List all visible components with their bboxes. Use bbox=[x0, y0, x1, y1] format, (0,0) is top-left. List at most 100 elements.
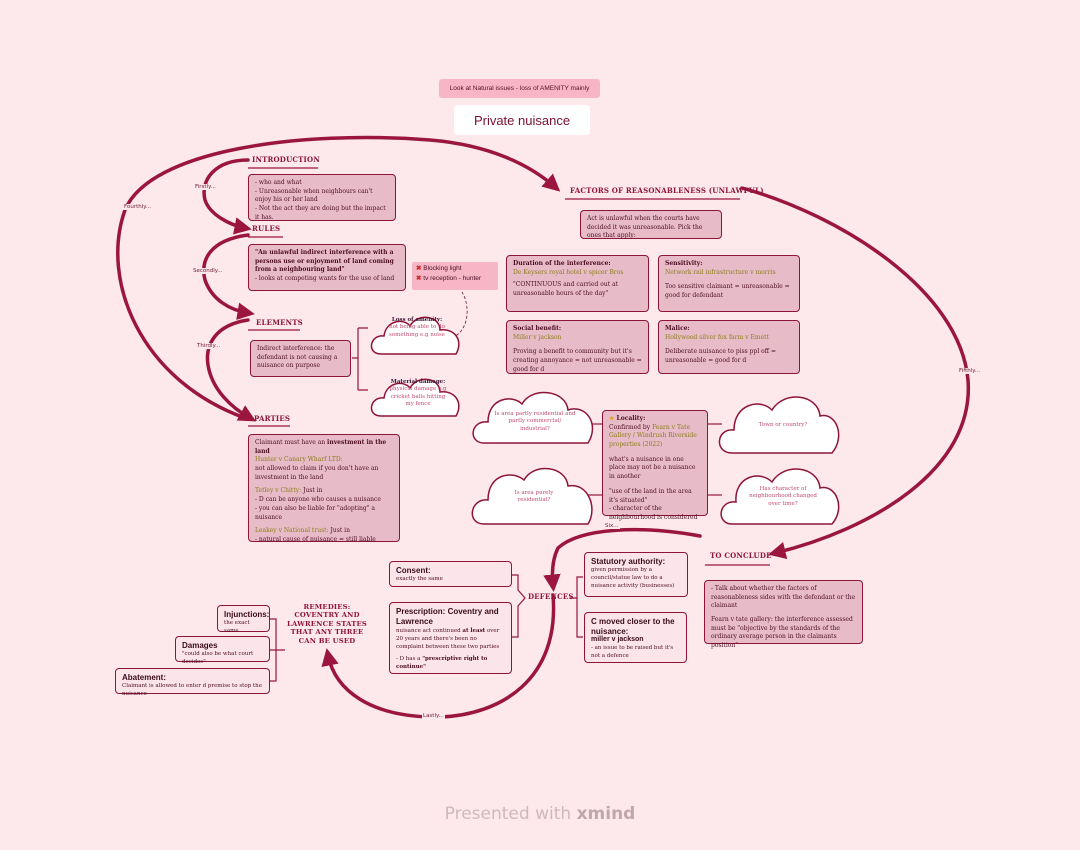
page-title: Private nuisance bbox=[473, 112, 571, 128]
malice-text: Deliberate nuisance to piss ppl off = un… bbox=[665, 348, 776, 365]
top-note-text: Look at Natural issues - loss of AMENITY… bbox=[449, 85, 590, 92]
locality-title-text: Locality: bbox=[616, 415, 646, 422]
parties-line-1-pre: Claimant must have an bbox=[255, 439, 328, 446]
malice-card[interactable]: Malice: Hollywood silver fox farm v Emet… bbox=[658, 320, 800, 374]
branch-label-lastly: Lastly... bbox=[422, 713, 445, 719]
case-leakey: Leakey v National trust: Just in bbox=[255, 527, 393, 536]
moved-closer-card[interactable]: C moved closer to the nuisance: miller v… bbox=[584, 612, 687, 663]
duration-case: De Keysers royal hotel v spicer Bros bbox=[513, 268, 624, 276]
central-topic[interactable]: Private nuisance bbox=[454, 105, 590, 135]
example-1-text: Blocking light bbox=[423, 265, 462, 272]
cloud-4 bbox=[720, 468, 840, 525]
consent-title: Consent: bbox=[396, 566, 431, 575]
introduction-card[interactable]: - who and what - Unreasonable when neigh… bbox=[248, 174, 396, 221]
introduction-heading[interactable]: INTRODUCTION bbox=[252, 155, 320, 164]
intro-line-3: - Not the act they are doing but the imp… bbox=[255, 205, 386, 221]
indirect-interference-text: Indirect interference: the defendant is … bbox=[257, 345, 338, 370]
top-note: Look at Natural issues - loss of AMENITY… bbox=[439, 79, 600, 98]
prescription-quote: "prescriptive right to continue" bbox=[396, 656, 488, 671]
factors-intro-card[interactable]: Act is unlawful when the courts have dec… bbox=[580, 210, 722, 239]
material-damage-text: physical damage e.g cricket balls hittin… bbox=[389, 386, 447, 408]
defences-heading[interactable]: DEFENCES bbox=[528, 592, 574, 601]
duration-card[interactable]: Duration of the interference: De Keysers… bbox=[506, 255, 649, 312]
prescription-text-bold: at least bbox=[462, 628, 486, 635]
damages-title: Damages bbox=[182, 641, 218, 650]
social-benefit-text: Proving a benefit to community but it's … bbox=[513, 348, 642, 373]
statutory-card[interactable]: Statutory authority: given permission by… bbox=[584, 552, 688, 597]
cloud-1 bbox=[472, 391, 594, 444]
conclude-card[interactable]: - Talk about whether the factors of reas… bbox=[704, 580, 863, 649]
branch-label-thirdly: Thirdly... bbox=[196, 343, 222, 349]
cross-icon: ✖ bbox=[416, 275, 422, 283]
conclude-line-2: Fearn v tate gallery: the interference a… bbox=[711, 616, 853, 650]
material-damage[interactable]: Material damage: physical damage e.g cri… bbox=[386, 379, 450, 409]
malice-title: Malice: bbox=[665, 325, 690, 332]
duration-title: Duration of the interference: bbox=[513, 260, 611, 267]
examples-note[interactable]: ✖ Blocking light ✖ tv reception - hunter bbox=[412, 262, 498, 290]
parties-heading[interactable]: PARTIES bbox=[254, 414, 291, 423]
locality-card[interactable]: ★ Locality: Confirmed by Fearn v Tate Ga… bbox=[602, 410, 708, 521]
example-2-text: tv reception - hunter bbox=[423, 275, 482, 283]
cloud-3-text[interactable]: Is area purely residential? bbox=[514, 490, 554, 504]
cloud-3 bbox=[471, 467, 593, 525]
sensitivity-title: Sensitivity: bbox=[665, 260, 703, 267]
footer-text: Presented with bbox=[444, 804, 577, 824]
rules-heading[interactable]: RULES bbox=[252, 224, 281, 233]
intro-line-1: - who and what bbox=[255, 179, 302, 186]
sensitivity-card[interactable]: Sensitivity: Network rail infrastructure… bbox=[658, 255, 800, 312]
parties-line-1-bold: investment in the land bbox=[255, 439, 387, 455]
prescription-text-post: over 20 years and there's been no compla… bbox=[396, 628, 500, 651]
cloud-2-text[interactable]: Town or country? bbox=[758, 422, 808, 428]
indirect-interference-card[interactable]: Indirect interference: the defendant is … bbox=[250, 340, 351, 377]
parties-line-2: not allowed to claim if you don't have a… bbox=[255, 465, 379, 481]
damages-card[interactable]: Damages "could also be what court decide… bbox=[175, 636, 270, 665]
example-2: ✖ tv reception - hunter bbox=[416, 274, 494, 284]
prescription-quote-line: - D has a "prescriptive right to continu… bbox=[396, 656, 505, 672]
statutory-text: given permission by a council/statue law… bbox=[591, 566, 675, 589]
factors-heading[interactable]: FACTORS OF REASONABLENESS (UNLAWFUL) bbox=[570, 186, 764, 195]
injunctions-text: the exact same bbox=[224, 619, 250, 634]
case-tetley-after: Just in bbox=[301, 487, 323, 495]
case-tetley: Tetley v Chitty: Just in bbox=[255, 487, 393, 496]
case-hunter: Hunter v Canary Wharf LTD: bbox=[255, 456, 343, 464]
consent-text: exactly the same bbox=[396, 575, 443, 582]
branch-label-fourthly: Fourthly... bbox=[123, 204, 152, 210]
loss-of-amenity[interactable]: Loss of amenity: not being able to do so… bbox=[386, 317, 448, 339]
consent-card[interactable]: Consent: exactly the same bbox=[389, 561, 512, 587]
duration-text: "CONTINUOUS and carried out at unreasona… bbox=[513, 281, 619, 298]
injunctions-card[interactable]: Injunctions: the exact same bbox=[217, 605, 270, 634]
case-leakey-name: Leakey v National trust: bbox=[255, 527, 329, 535]
locality-line-1: what's a nuisance in one place may not b… bbox=[609, 455, 696, 481]
cloud-1-text[interactable]: Is area partly residential and partly co… bbox=[494, 411, 576, 432]
branch-label-secondly: Secondly... bbox=[192, 268, 224, 274]
prescription-title: Prescription: Coventry and Lawrence bbox=[396, 607, 499, 626]
abatement-text: Claimant is allowed to enter d premise t… bbox=[122, 682, 262, 697]
cross-icon: ✖ bbox=[416, 265, 422, 272]
cloud-4-text[interactable]: Has character of neighbourhood changed o… bbox=[749, 486, 817, 507]
prescription-text-pre: nuisance act continued bbox=[396, 628, 463, 635]
factors-intro-text: Act is unlawful when the courts have dec… bbox=[587, 215, 703, 240]
branch-label-fifthly: Fifthly... bbox=[958, 368, 982, 374]
case-leakey-after: Just in bbox=[328, 527, 350, 535]
rules-card[interactable]: "An unlawful indirect interference with … bbox=[248, 244, 406, 291]
abatement-title: Abatement: bbox=[122, 673, 167, 682]
prescription-card[interactable]: Prescription: Coventry and Lawrence nuis… bbox=[389, 602, 512, 674]
remedies-heading[interactable]: REMEDIES: COVENTRY AND LAWRENCE STATES T… bbox=[287, 603, 367, 645]
parties-card[interactable]: Claimant must have an investment in the … bbox=[248, 434, 400, 543]
branch-label-six: Six... bbox=[604, 523, 620, 529]
parties-line-5: - natural cause of nuisance = still liab… bbox=[255, 535, 376, 543]
conclude-heading[interactable]: TO CONCLUDE bbox=[710, 551, 772, 560]
sensitivity-text: Too sensitive claimant = unreasonable = … bbox=[665, 283, 790, 300]
rules-quote: "An unlawful indirect interference with … bbox=[255, 249, 394, 274]
footer: Presented with xmind bbox=[0, 804, 1080, 824]
loss-of-amenity-text: not being able to do something e.g noise bbox=[389, 324, 445, 338]
abatement-card[interactable]: Abatement: Claimant is allowed to enter … bbox=[115, 668, 270, 697]
sensitivity-case: Network rail infrastructure v morris bbox=[665, 268, 776, 276]
elements-heading[interactable]: ELEMENTS bbox=[256, 318, 303, 327]
locality-line-2: "use of the land in the area it's situat… bbox=[609, 487, 692, 504]
cloud-loss-of-amenity bbox=[370, 316, 460, 355]
malice-case: Hollywood silver fox farm v Emett bbox=[665, 333, 769, 341]
social-benefit-card[interactable]: Social benefit: Miller v jackson Proving… bbox=[506, 320, 649, 374]
case-tetley-name: Tetley v Chitty: bbox=[255, 487, 302, 495]
parties-line-1: Claimant must have an investment in the … bbox=[255, 439, 393, 456]
